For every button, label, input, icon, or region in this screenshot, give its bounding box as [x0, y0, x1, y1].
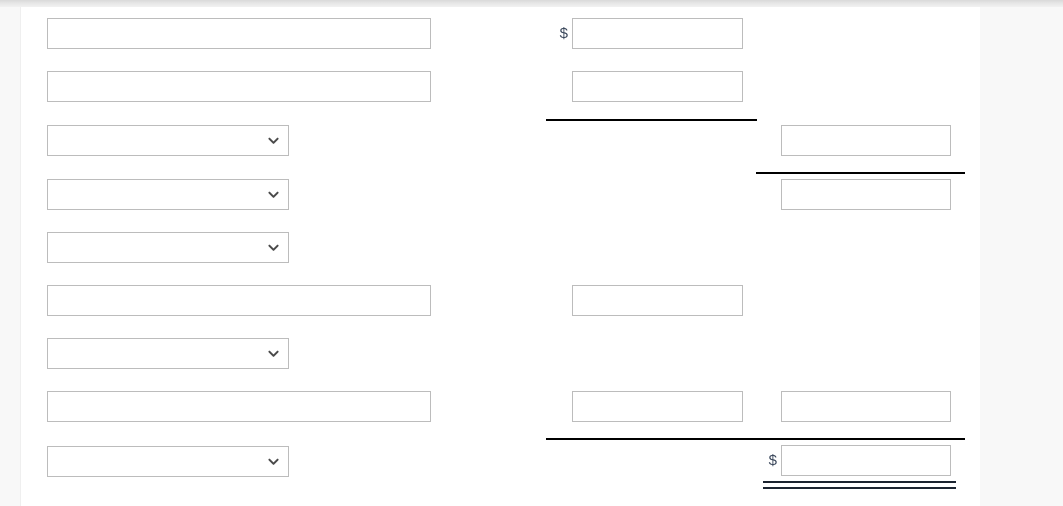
left-select-5[interactable]	[47, 446, 289, 477]
left-text-3[interactable]	[47, 285, 431, 316]
left-text-1[interactable]	[47, 18, 431, 49]
subtotal-rule-wide	[546, 438, 965, 440]
right-total[interactable]	[781, 445, 951, 476]
middle-amount-4[interactable]	[572, 391, 743, 422]
grand-total-rule	[763, 481, 956, 489]
middle-amount-2[interactable]	[572, 71, 743, 102]
subtotal-rule-right	[756, 172, 965, 174]
middle-amount-3[interactable]	[572, 285, 743, 316]
right-amount-3[interactable]	[781, 391, 951, 422]
chevron-down-icon	[268, 456, 279, 467]
left-gutter	[0, 7, 21, 506]
chevron-down-icon	[268, 189, 279, 200]
right-amount-2[interactable]	[781, 179, 951, 210]
chevron-down-icon	[268, 242, 279, 253]
chevron-down-icon	[268, 348, 279, 359]
currency-symbol-middle-1: $	[559, 25, 568, 42]
left-text-4[interactable]	[47, 391, 431, 422]
left-text-2[interactable]	[47, 71, 431, 102]
right-gutter	[980, 7, 1063, 506]
left-select-3[interactable]	[47, 232, 289, 263]
subtotal-rule-middle	[546, 119, 757, 121]
currency-symbol-total: $	[768, 452, 777, 469]
left-select-1[interactable]	[47, 125, 289, 156]
left-select-4[interactable]	[47, 338, 289, 369]
right-amount-1[interactable]	[781, 125, 951, 156]
chevron-down-icon	[268, 135, 279, 146]
left-select-2[interactable]	[47, 179, 289, 210]
middle-amount-1[interactable]	[572, 18, 743, 49]
top-scroll-band	[0, 0, 1063, 7]
form-sheet: $ $	[21, 7, 980, 506]
